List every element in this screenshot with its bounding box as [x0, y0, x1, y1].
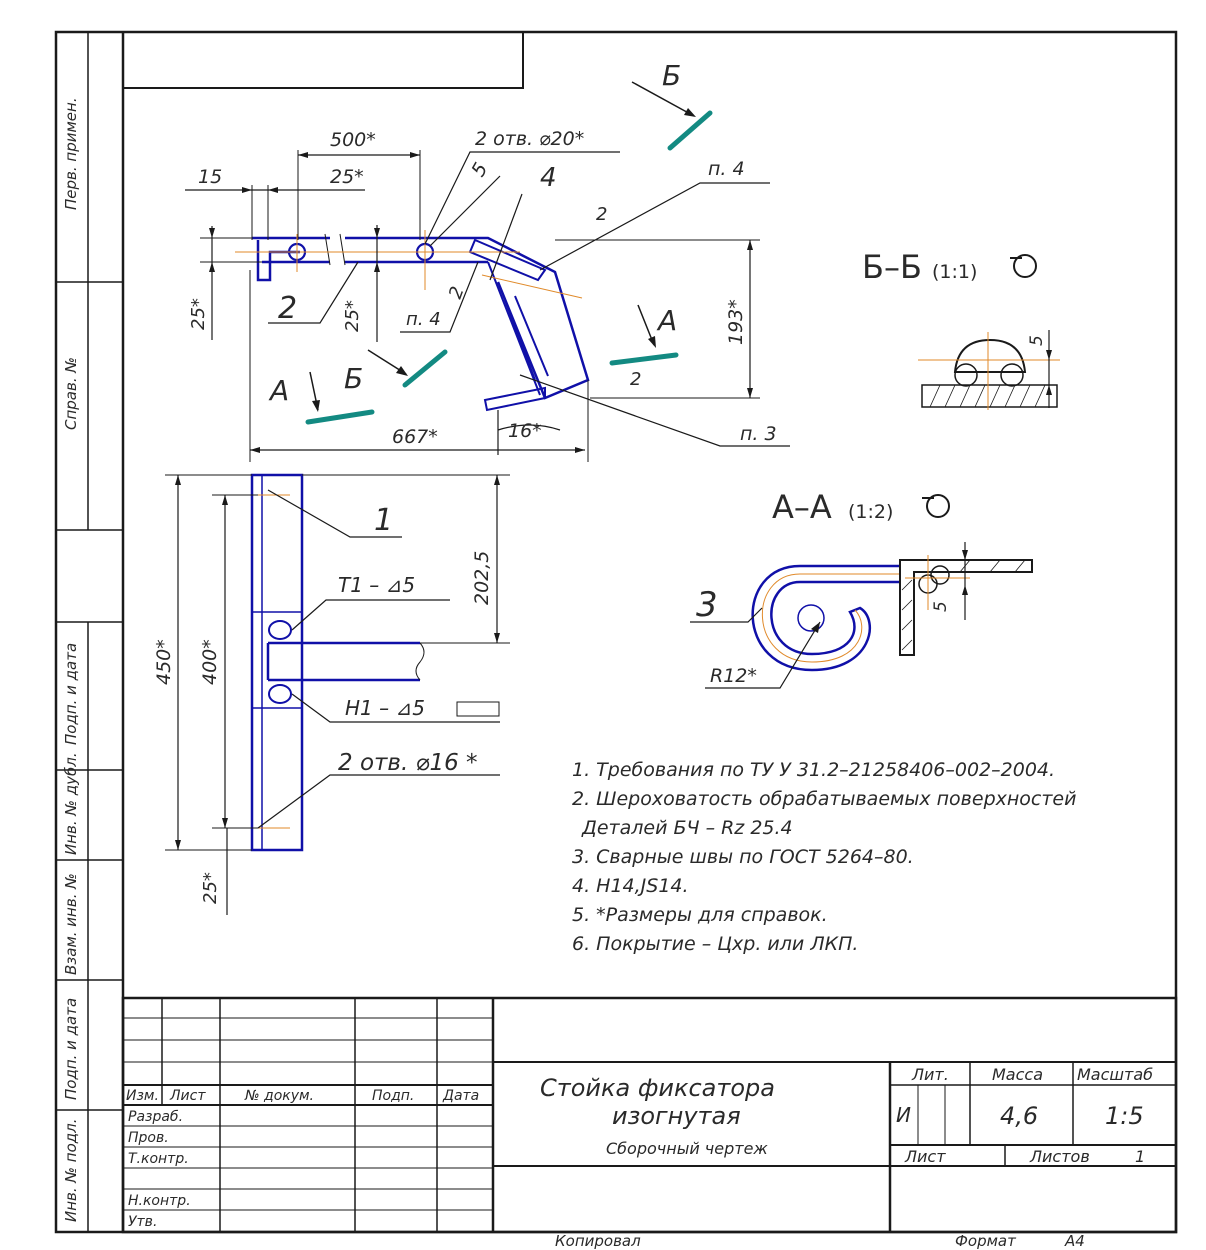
top-view-part: [252, 233, 590, 412]
tb-doc-type: Сборочный чертеж: [606, 1139, 768, 1158]
technical-notes: 1. Требования по ТУ У 31.2–21258406–002–…: [572, 759, 1076, 955]
top-view-cut-marks: А Б Б А: [268, 59, 713, 425]
leader-2: 2: [278, 291, 297, 326]
tb-hdr-lit: Лит.: [911, 1065, 949, 1084]
tb-col-izm: Изм.: [126, 1088, 159, 1104]
leader-1: 1: [374, 503, 393, 538]
dim-15: 15: [198, 166, 222, 188]
leader-4: 4: [540, 163, 557, 193]
top-view-leaders: 2 отв. ⌀20* 5 4 п. 4 2 2 п. 4 2 п. 3 2: [268, 128, 790, 447]
dim-25-vertical-mid: 25*: [342, 300, 363, 332]
dim-5-weld: 5: [467, 159, 492, 180]
tb-name-line2: изогнутая: [612, 1102, 741, 1130]
front-view-leaders: 1 Т1 – ⊿5 Н1 – ⊿5 2 отв. ⌀16 *: [257, 489, 500, 829]
title-block: Изм. Лист № докум. Подп. Дата Разраб. Пр…: [121, 996, 1178, 1234]
tb-hdr-massa: Масса: [992, 1065, 1043, 1084]
tb-col-data: Дата: [442, 1088, 479, 1104]
section-aa-leader-3: 3: [696, 585, 718, 625]
tb-row-utv: Утв.: [128, 1214, 157, 1230]
tb-massa-value: 4,6: [1000, 1102, 1038, 1130]
tb-masshtab-value: 1:5: [1105, 1102, 1144, 1130]
tb-col-docum: № докум.: [244, 1088, 314, 1104]
note-line-2: 2. Шероховатость обрабатываемых поверхно…: [572, 788, 1076, 810]
note-p4-top: п. 4: [708, 158, 745, 180]
note-line-5: 5. *Размеры для справок.: [572, 904, 828, 926]
note-line-6: 6. Покрытие – Цхр. или ЛКП.: [572, 933, 858, 955]
note-2-mid: 2: [445, 284, 469, 302]
side-stamp-podp-data: Подп. и дата: [62, 643, 80, 745]
tb-row-razrab: Разраб.: [128, 1109, 183, 1125]
dim-25-vertical-left: 25*: [188, 298, 209, 330]
section-bb-title: Б–Б: [862, 248, 922, 286]
sheet-footer: Копировал Формат А4: [555, 1232, 1085, 1250]
note-line-1: 1. Требования по ТУ У 31.2–21258406–002–…: [572, 759, 1055, 781]
side-stamp: Перв. примен. Справ. № Подп. и дата Инв.…: [62, 97, 80, 1222]
note-2-top: 2: [596, 204, 607, 225]
dim-16: 16*: [508, 420, 542, 442]
cut-b-left-label: Б: [344, 362, 363, 395]
section-aa-radius: R12*: [710, 665, 757, 687]
section-aa-scale: (1:2): [848, 501, 893, 523]
top-view-dimensions: 500* 15 25* 25* 25* 193* 667*: [185, 129, 760, 462]
tb-row-nkontr: Н.контр.: [128, 1193, 191, 1209]
cut-a-right-label: А: [656, 304, 677, 337]
section-aa-title: А–А: [772, 488, 832, 526]
cut-b-top-label: Б: [662, 59, 681, 92]
side-stamp-perv-primen: Перв. примен.: [62, 97, 80, 210]
side-stamp-inv-dubl: Инв. № дубл.: [62, 752, 80, 855]
front-view-dimensions: 450* 400* 25* 202,5: [153, 474, 510, 915]
note-2-right: 2: [630, 369, 641, 390]
dim-400: 400*: [199, 639, 221, 685]
dim-193: 193*: [725, 299, 747, 345]
dim-500: 500*: [330, 129, 376, 151]
section-bb-geometry: 5: [918, 330, 1060, 410]
tb-col-list: Лист: [169, 1088, 206, 1104]
note-line-4: 4. Н14,JS14.: [572, 875, 689, 897]
dim-450: 450*: [153, 639, 175, 685]
side-stamp-sprav-no: Справ. №: [62, 357, 80, 430]
weld-t1: Т1 – ⊿5: [338, 573, 415, 597]
tb-row-prov: Пров.: [128, 1130, 169, 1146]
side-stamp-vzam-inv: Взам. инв. №: [62, 873, 80, 975]
section-bb-dim-5: 5: [1027, 335, 1047, 346]
note-p3: п. 3: [740, 423, 777, 445]
side-stamp-inv-podl: Инв. № подл.: [62, 1119, 80, 1222]
section-aa-geometry: 5 3 R12*: [690, 542, 1033, 689]
footer-kopiroval: Копировал: [555, 1232, 641, 1250]
label-holes-16: 2 отв. ⌀16 *: [338, 750, 478, 776]
dim-25-front: 25*: [200, 872, 221, 904]
weld-n1: Н1 – ⊿5: [345, 696, 425, 720]
label-holes-20: 2 отв. ⌀20*: [475, 128, 584, 150]
front-view: 450* 400* 25* 202,5 1 Т1 – ⊿5 Н1 – ⊿5 2 …: [153, 473, 510, 915]
front-view-part: [250, 473, 425, 852]
section-bb: Б–Б (1:1) 5: [862, 248, 1060, 410]
drawing-frame: [54, 30, 1178, 1234]
footer-format-label: Формат: [955, 1232, 1017, 1250]
top-view: 500* 15 25* 25* 25* 193* 667*: [185, 59, 790, 462]
dim-202-5: 202,5: [471, 551, 493, 605]
note-line-2-cont: Деталей БЧ – Rz 25.4: [581, 817, 793, 839]
note-p4-mid: п. 4: [406, 309, 441, 330]
tb-col-podp: Подп.: [372, 1088, 414, 1104]
tb-hdr-masshtab: Масштаб: [1077, 1065, 1153, 1084]
tb-row-tkontr: Т.контр.: [128, 1151, 189, 1167]
dim-25-horizontal: 25*: [330, 166, 364, 188]
dim-667: 667*: [392, 426, 438, 448]
side-stamp-podp-data-2: Подп. и дата: [62, 998, 80, 1100]
tb-name-line1: Стойка фиксатора: [540, 1074, 775, 1102]
section-aa-dim-5: 5: [931, 601, 951, 612]
section-aa: А–А (1:2) 5 3 R12*: [690, 488, 1033, 689]
tb-listov-value: 1: [1135, 1147, 1145, 1166]
cut-a-left-label: А: [268, 374, 289, 407]
footer-format-value: А4: [1064, 1232, 1085, 1250]
note-line-3: 3. Сварные швы по ГОСТ 5264–80.: [572, 846, 914, 868]
tb-listov-label: Листов: [1029, 1147, 1090, 1166]
tb-list-label: Лист: [904, 1147, 946, 1166]
section-bb-scale: (1:1): [932, 261, 977, 283]
tb-lit-value: И: [896, 1103, 911, 1127]
